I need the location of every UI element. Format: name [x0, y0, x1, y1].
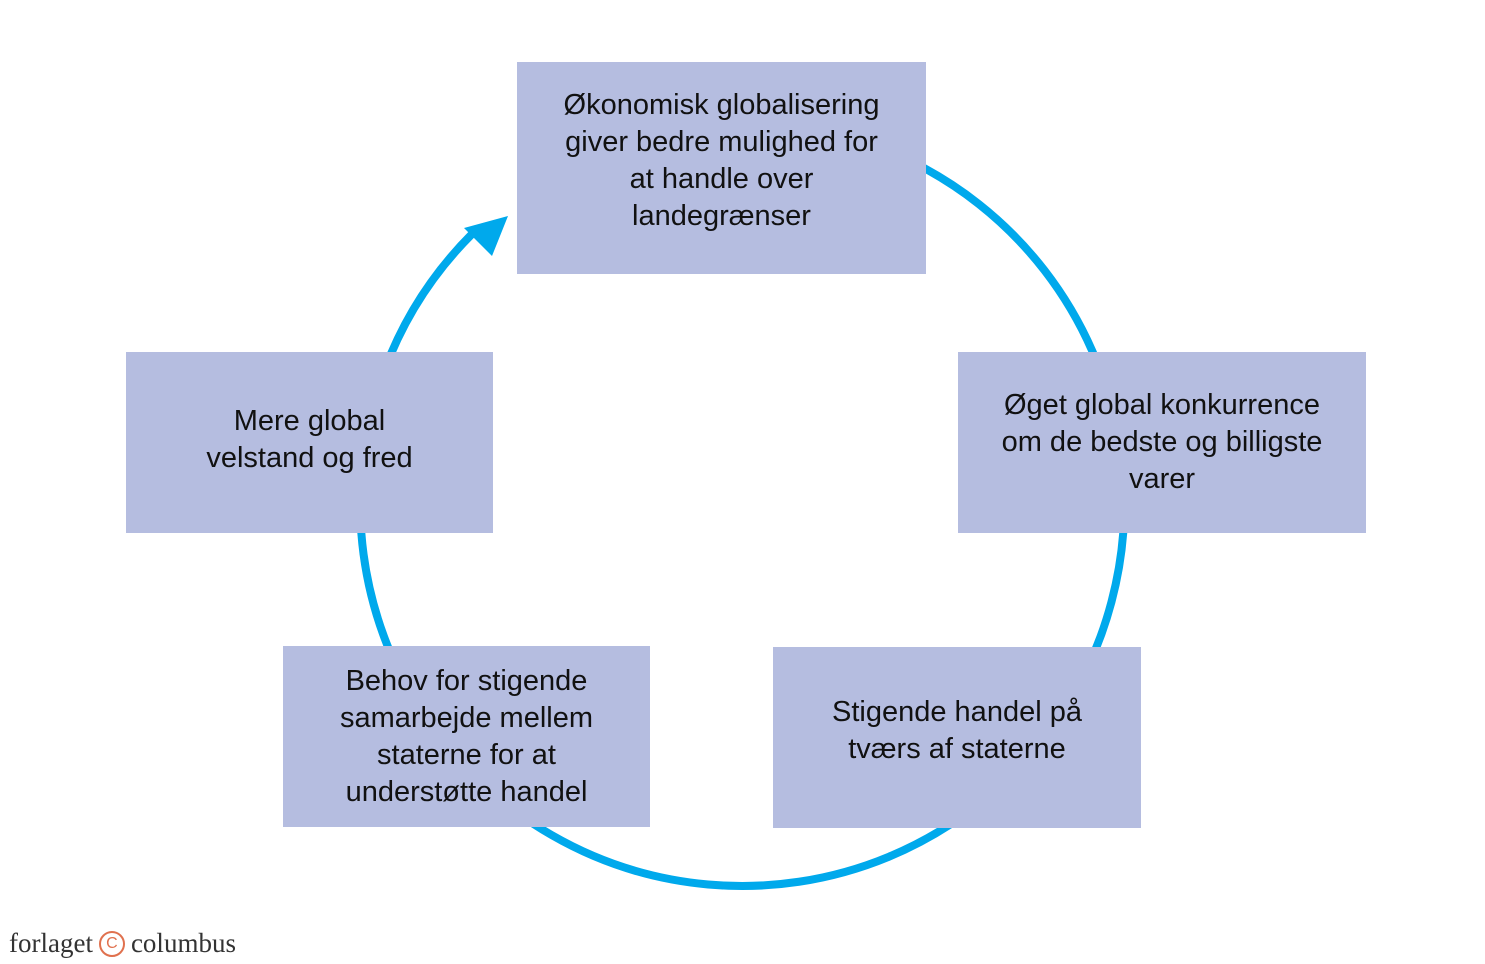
cycle-step-prosperity-peace: Mere global velstand og fred [126, 352, 493, 533]
cycle-arrowhead-icon [464, 216, 508, 256]
publisher-logo: forlaget C columbus [9, 928, 236, 959]
copyright-circle-icon: C [98, 930, 125, 957]
publisher-name-left: forlaget [9, 928, 93, 958]
publisher-name-right: columbus [130, 928, 236, 958]
cycle-step-label: Mere global velstand og fred [206, 404, 413, 474]
cycle-arc [356, 117, 1129, 890]
cycle-step-label: Øget global konkurrence om de bedste og … [1001, 389, 1323, 495]
cycle-step-economic-globalization: Økonomisk globalisering giver bedre muli… [517, 62, 926, 274]
cycle-step-label: Stigende handel på tværs af staterne [832, 695, 1082, 765]
cycle-step-label: Behov for stigende samarbejde mellem sta… [339, 664, 594, 808]
cycle-step-cooperation-need: Behov for stigende samarbejde mellem sta… [283, 646, 650, 827]
cycle-step-rising-trade: Stigende handel på tværs af staterne [773, 647, 1141, 828]
cycle-step-label: Økonomisk globalisering giver bedre muli… [563, 89, 880, 232]
cycle-step-global-competition: Øget global konkurrence om de bedste og … [958, 352, 1366, 533]
